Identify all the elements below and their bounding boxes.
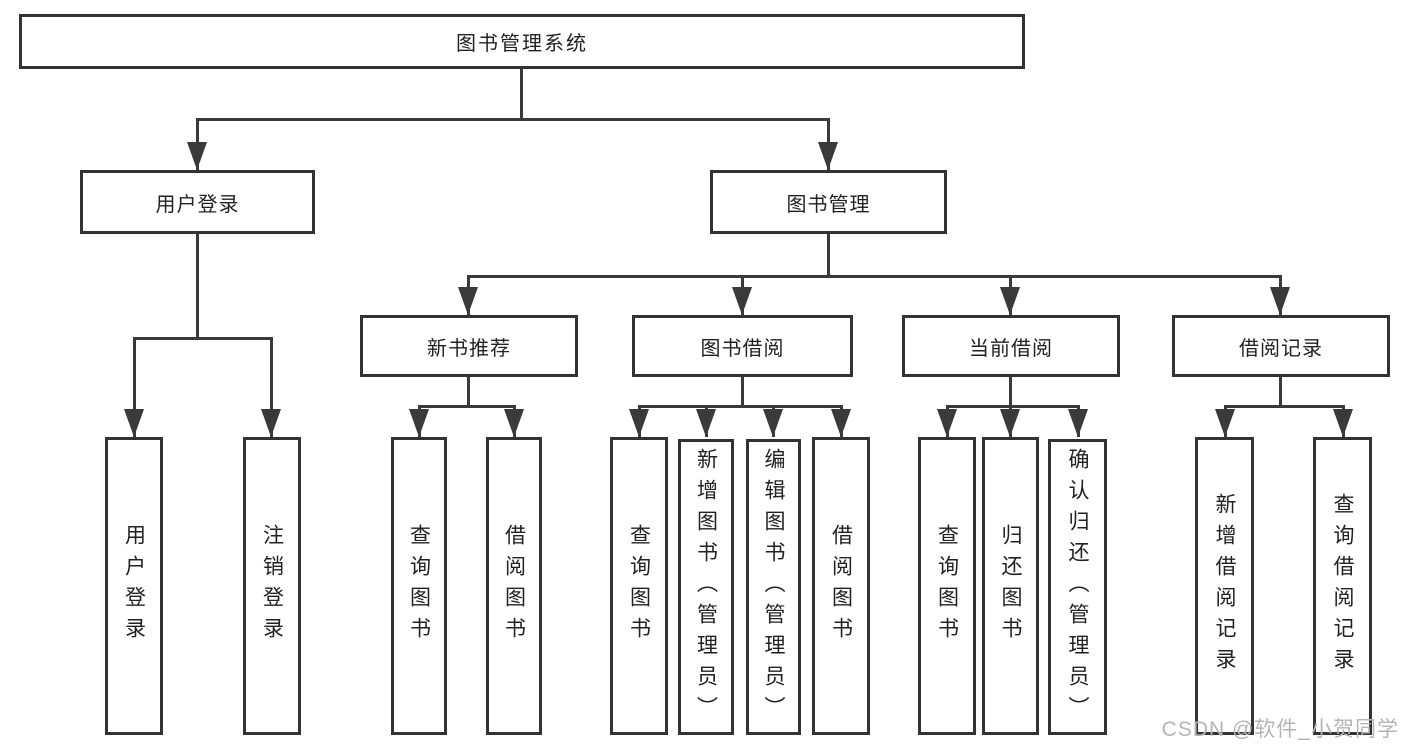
- arrowhead-borrowing-records: [1270, 287, 1290, 315]
- edge-book-borrowing-rail: [638, 405, 842, 408]
- node-user-login: 用户登录: [80, 170, 315, 234]
- leaf-user-login: 用户登录: [105, 437, 163, 735]
- leaf-borrow-books-recommend: 借阅图书: [486, 437, 542, 735]
- edge-book-borrowing-stem: [741, 377, 744, 408]
- leaf-query-borrow-record: 查询借阅记录: [1313, 437, 1372, 735]
- leaf-logout: 注销登录: [243, 437, 301, 735]
- node-new-book-recommendation: 新书推荐: [360, 315, 578, 377]
- arrowhead-query-record: [1333, 409, 1353, 437]
- arrowhead-return-book: [1000, 409, 1020, 437]
- arrowhead-add-book: [696, 409, 716, 437]
- leaf-add-books-admin: 新增图书（管理员）: [678, 439, 734, 735]
- arrowhead-borrow-book-b: [831, 409, 851, 437]
- leaf-query-books-recommend: 查询图书: [391, 437, 447, 735]
- node-current-borrowing: 当前借阅: [902, 315, 1120, 377]
- edge-new-book-rec-stem: [467, 377, 470, 408]
- arrowhead-borrow-book-a: [504, 409, 524, 437]
- node-borrowing-records: 借阅记录: [1172, 315, 1390, 377]
- edge-root-stem: [520, 68, 523, 121]
- edge-user-login-stem: [196, 232, 199, 340]
- arrowhead-confirm-return: [1068, 409, 1088, 437]
- leaf-query-books-borrowing: 查询图书: [610, 437, 668, 735]
- arrowhead-current-borrowing: [1000, 287, 1020, 315]
- node-book-borrowing: 图书借阅: [632, 315, 853, 377]
- edge-book-mgmt-rail: [468, 275, 1282, 278]
- arrowhead-book-management: [818, 142, 838, 170]
- edge-user-login-rail: [133, 337, 273, 340]
- arrowhead-new-book-rec: [458, 287, 478, 315]
- leaf-confirm-return-admin: 确认归还（管理员）: [1048, 439, 1107, 735]
- node-library-management-system: 图书管理系统: [19, 14, 1025, 69]
- arrowhead-leaf-logout: [261, 409, 281, 437]
- edge-current-borrowing-rail: [946, 405, 1080, 408]
- leaf-query-books-current: 查询图书: [918, 437, 976, 735]
- arrowhead-query-book-b: [629, 409, 649, 437]
- arrowhead-user-login: [187, 142, 207, 170]
- arrowhead-edit-book: [763, 409, 783, 437]
- edge-current-borrowing-stem: [1009, 377, 1012, 408]
- edge-borrowing-records-stem: [1279, 377, 1282, 408]
- edge-borrowing-records-rail: [1224, 405, 1344, 408]
- csdn-watermark: CSDN @软件_小贺同学: [1161, 718, 1399, 741]
- arrowhead-leaf-user-login: [124, 409, 144, 437]
- arrowhead-query-book-a: [409, 409, 429, 437]
- arrowhead-add-record: [1215, 409, 1235, 437]
- arrowhead-book-borrowing: [732, 287, 752, 315]
- edge-root-rail: [196, 118, 830, 121]
- edge-drop-leaf-user-login: [133, 337, 136, 437]
- edge-drop-leaf-logout: [270, 337, 273, 437]
- leaf-add-borrow-record: 新增借阅记录: [1195, 437, 1254, 735]
- leaf-return-books: 归还图书: [982, 437, 1039, 735]
- edge-new-book-rec-rail: [418, 405, 516, 408]
- leaf-borrow-books-borrowing: 借阅图书: [812, 437, 870, 735]
- node-book-management: 图书管理: [710, 170, 947, 234]
- edge-book-mgmt-stem: [827, 234, 830, 278]
- arrowhead-query-book-c: [937, 409, 957, 437]
- leaf-edit-books-admin: 编辑图书（管理员）: [746, 439, 801, 735]
